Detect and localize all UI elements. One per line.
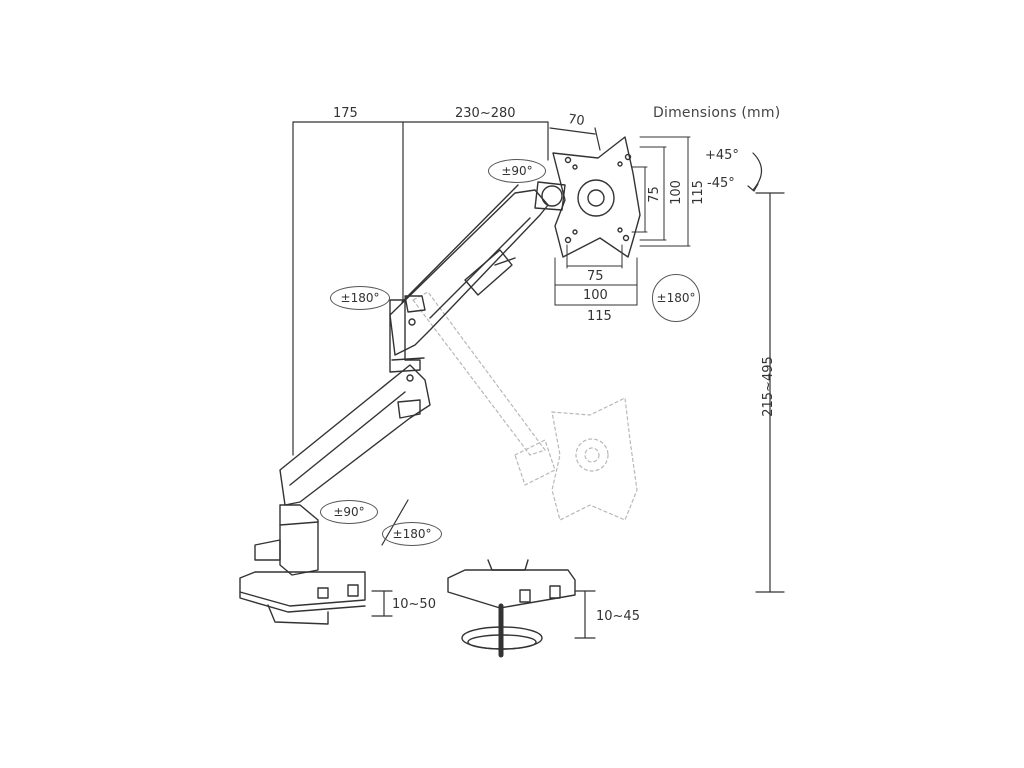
elbow-joint xyxy=(389,299,425,382)
label-tilt-down: -45° xyxy=(707,176,735,191)
label-base-to-pole: 175 xyxy=(333,106,358,121)
dimensions-title: Dimensions (mm) xyxy=(653,105,781,121)
rotation-base-rotate: ±180° xyxy=(382,522,442,546)
label-head-depth: 70 xyxy=(567,111,586,130)
clamp-base xyxy=(239,504,366,625)
clamp-thickness-dimension xyxy=(371,590,393,617)
height-dimension xyxy=(755,192,785,593)
rotation-screen-rotate: ±180° xyxy=(652,274,700,322)
ghost-arm xyxy=(412,291,638,521)
label-vesa-h-small: 75 xyxy=(587,269,604,284)
label-tilt-up: +45° xyxy=(705,148,739,163)
label-clamp-thickness: 10~50 xyxy=(392,597,436,612)
label-grommet-thickness: 10~45 xyxy=(596,609,640,624)
label-vesa-v-large: 115 xyxy=(690,180,706,205)
rotation-elbow-swivel: ±180° xyxy=(330,286,390,310)
rotation-head-swivel: ±90° xyxy=(488,159,546,183)
label-vesa-v-small: 75 xyxy=(646,186,662,203)
label-height-range: 215~495 xyxy=(760,356,776,417)
tilt-arrow-icon xyxy=(747,152,763,192)
rotation-base-swivel: ±90° xyxy=(320,500,378,524)
vesa-plate xyxy=(552,136,641,258)
grommet-thickness-dimension xyxy=(574,590,596,639)
label-vesa-v-mid: 100 xyxy=(668,180,684,205)
lower-arm xyxy=(279,364,431,506)
upper-arm xyxy=(389,181,566,356)
label-vesa-h-mid: 100 xyxy=(583,288,608,303)
label-arm-reach: 230~280 xyxy=(455,106,516,121)
label-vesa-h-large: 115 xyxy=(587,309,612,324)
top-dimension-lines xyxy=(292,121,601,456)
vesa-dimension-lines xyxy=(554,136,691,306)
grommet-base xyxy=(447,559,576,658)
